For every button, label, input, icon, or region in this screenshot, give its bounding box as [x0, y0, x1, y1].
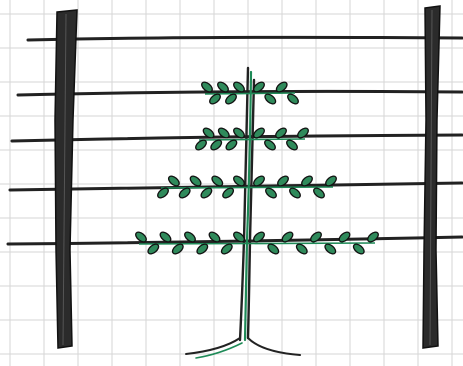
wire-top — [28, 37, 462, 40]
leaf — [288, 186, 302, 199]
leaf — [309, 230, 323, 243]
root-left — [186, 338, 240, 354]
leaf — [286, 92, 300, 105]
leaf — [266, 242, 280, 255]
tier-branch — [139, 243, 375, 244]
leaf — [296, 126, 310, 139]
leaf — [323, 242, 337, 255]
leaf — [264, 186, 278, 199]
leaf — [312, 186, 326, 199]
leaf — [337, 230, 351, 243]
left-post — [55, 10, 77, 348]
leaf — [366, 230, 380, 243]
leaf — [167, 174, 181, 187]
tree-trunk — [186, 68, 300, 358]
root-right — [248, 338, 300, 355]
leaf — [352, 242, 366, 255]
right-post — [423, 6, 440, 348]
leaf — [295, 242, 309, 255]
leaf — [263, 92, 277, 105]
espalier-tiers — [134, 80, 380, 255]
